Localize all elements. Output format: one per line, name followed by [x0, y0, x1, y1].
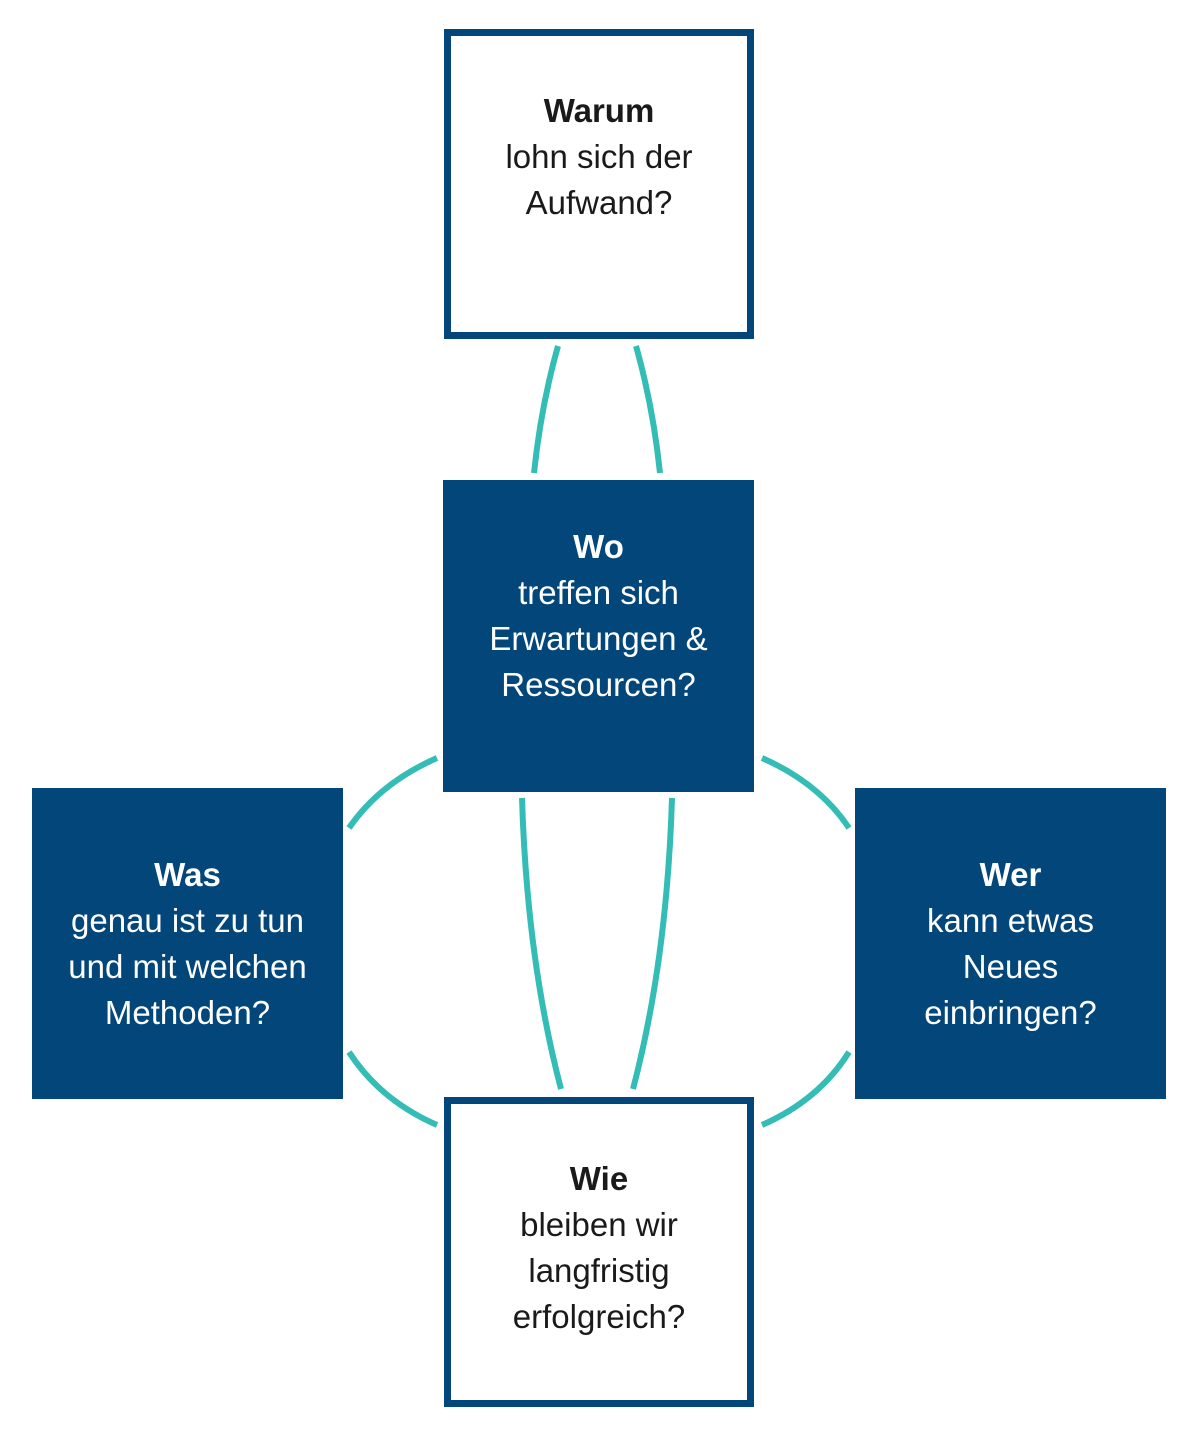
box-was-line: genau ist zu tun — [71, 901, 304, 939]
box-wo-line: Erwartungen & — [489, 620, 708, 657]
connector-warum-wo-left — [531, 345, 561, 474]
box-warum: Warum lohn sich der Aufwand? — [444, 29, 754, 339]
box-wie: Wie bleiben wir langfristig erfolgreich? — [444, 1097, 754, 1407]
box-was-line: Methoden? — [104, 993, 271, 1031]
box-wie-line: bleiben wir — [520, 1206, 678, 1243]
box-warum-heading: Warum — [543, 91, 655, 129]
box-wer: Wer kann etwas Neues einbringen? — [855, 788, 1166, 1099]
connector-wo-wie-right — [630, 797, 675, 1090]
box-wo-line: Ressourcen? — [501, 666, 696, 703]
box-wer-heading: Wer — [979, 855, 1042, 893]
box-wo-line: treffen sich — [518, 574, 679, 611]
box-wer-line: kann etwas — [927, 901, 1094, 939]
box-wer-line: Neues — [962, 947, 1059, 985]
box-warum-line: Aufwand? — [525, 183, 673, 221]
box-was-heading: Was — [154, 855, 221, 893]
box-wer-line: einbringen? — [924, 993, 1097, 1031]
box-wo: Wo treffen sich Erwartungen & Ressourcen… — [443, 480, 754, 792]
box-wie-line: erfolgreich? — [512, 1298, 686, 1335]
box-was-line: und mit welchen — [68, 947, 307, 985]
box-wie-heading: Wie — [569, 1160, 629, 1197]
box-warum-line: lohn sich der — [505, 137, 693, 175]
box-wo-heading: Wo — [573, 528, 624, 565]
box-wie-line: langfristig — [528, 1252, 670, 1289]
connector-warum-wo-right — [633, 345, 663, 474]
connector-was-wie — [346, 1050, 439, 1128]
connector-wo-was — [346, 755, 439, 830]
box-was: Was genau ist zu tun und mit welchen Met… — [32, 788, 343, 1099]
connector-wo-wer — [760, 755, 852, 830]
connector-wer-wie — [760, 1050, 852, 1128]
connector-wo-wie-left — [519, 797, 564, 1090]
